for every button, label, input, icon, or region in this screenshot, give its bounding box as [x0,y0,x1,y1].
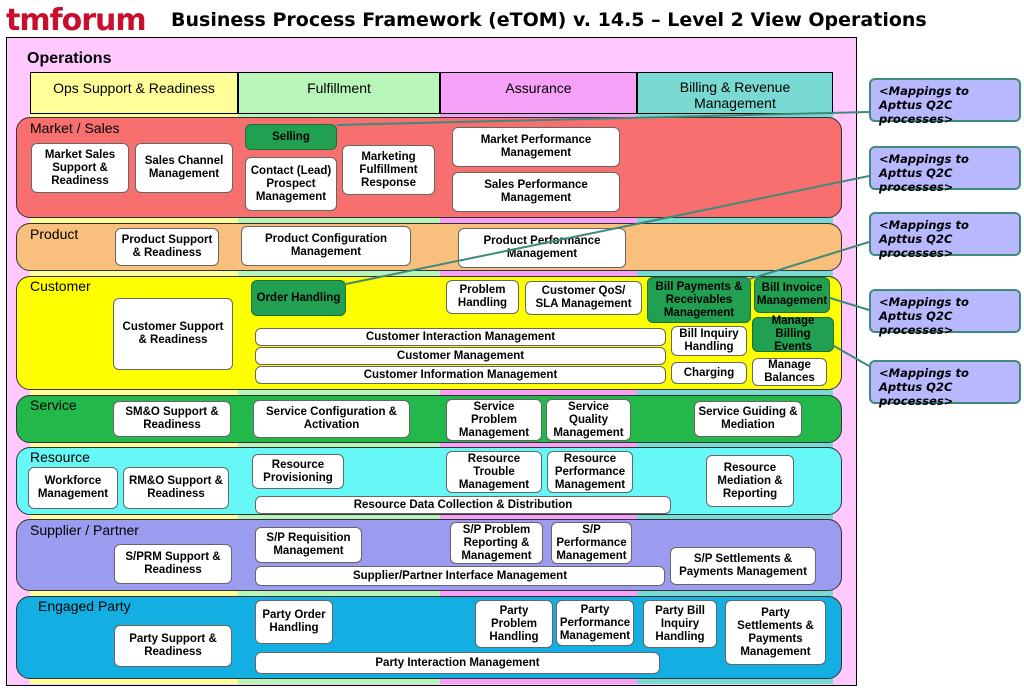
process-box-bill-payments: Bill Payments & Receivables Management [647,277,751,323]
process-box-sales-performance: Sales Performance Management [452,172,620,212]
process-box-party-settlements: Party Settlements & Payments Management [725,600,826,665]
row-label-service: Service [30,397,77,413]
process-box-market-performance: Market Performance Management [452,127,620,167]
process-box-resource-trouble: Resource Trouble Management [446,451,542,493]
process-box-customer-information: Customer Information Management [255,366,666,384]
process-box-selling: Selling [245,124,337,150]
tmforum-logo: tmforum [6,3,147,38]
process-box-resource-performance: Resource Performance Management [547,451,633,493]
process-box-product-performance: Product Performance Management [458,228,626,268]
process-box-marketing-fulfillment: Marketing Fulfillment Response [342,145,435,195]
row-label-resource: Resource [30,449,90,465]
process-box-customer-management: Customer Management [255,347,666,365]
row-label-engaged-party: Engaged Party [38,598,131,614]
process-box-sp-performance: S/P Performance Management [551,522,632,564]
process-box-service-quality: Service Quality Management [546,399,631,441]
column-header-billing: Billing & Revenue Management [637,72,833,114]
row-label-supplier-partner: Supplier / Partner [30,522,139,538]
process-box-party-problem: Party Problem Handling [475,600,553,648]
row-label-customer: Customer [30,278,91,294]
process-box-service-problem: Service Problem Management [446,399,542,441]
row-label-market-sales: Market / Sales [30,120,120,136]
column-header-assurance: Assurance [440,72,637,114]
process-box-party-support: Party Support & Readiness [114,625,232,667]
process-box-service-configuration: Service Configuration & Activation [253,400,410,438]
process-box-problem-handling: Problem Handling [446,280,519,314]
process-box-sp-settlements: S/P Settlements & Payments Management [670,547,816,585]
process-box-sp-interface: Supplier/Partner Interface Management [255,566,665,586]
mapping-callout-1: <Mappings to Apttus Q2C processes> [869,78,1021,126]
process-box-resource-data-collection: Resource Data Collection & Distribution [255,496,671,514]
process-box-contact-lead: Contact (Lead) Prospect Management [245,157,337,211]
process-box-party-order: Party Order Handling [255,600,333,644]
row-label-product: Product [30,226,79,242]
process-box-order-handling: Order Handling [251,280,346,316]
mapping-callout-3: <Mappings to Apttus Q2C processes> [869,212,1021,260]
process-box-customer-support: Customer Support & Readiness [113,298,233,370]
process-box-customer-interaction: Customer Interaction Management [255,328,666,346]
column-header-ops-support: Ops Support & Readiness [30,72,238,114]
process-box-manage-balances: Manage Balances [752,358,827,386]
mapping-callout-5: <Mappings to Apttus Q2C processes> [869,360,1021,408]
mapping-callout-2: <Mappings to Apttus Q2C processes> [869,146,1021,194]
process-box-party-performance: Party Performance Management [556,600,634,646]
process-box-bill-invoice: Bill Invoice Management [754,277,830,313]
process-box-resource-provisioning: Resource Provisioning [252,454,344,489]
process-box-sp-requisition: S/P Requisition Management [255,527,362,563]
column-header-fulfillment: Fulfillment [238,72,440,114]
process-box-party-bill-inquiry: Party Bill Inquiry Handling [643,600,717,648]
process-box-sprm-support: S/PRM Support & Readiness [114,544,232,584]
operations-label: Operations [27,50,112,67]
process-box-party-interaction: Party Interaction Management [255,652,660,674]
process-box-sales-channel: Sales Channel Management [135,143,233,193]
process-box-smo-support: SM&O Support & Readiness [113,401,231,437]
process-box-customer-qos: Customer QoS/ SLA Management [525,281,642,315]
process-box-resource-mediation: Resource Mediation & Reporting [706,455,794,507]
process-box-workforce: Workforce Management [28,467,118,509]
mapping-callout-4: <Mappings to Apttus Q2C processes> [869,289,1021,337]
process-box-rmo-support: RM&O Support & Readiness [123,467,229,509]
process-box-charging: Charging [671,362,747,384]
process-box-bill-inquiry: Bill Inquiry Handling [671,326,747,356]
diagram-title: Business Process Framework (eTOM) v. 14.… [171,9,927,31]
process-box-market-sales-support: Market Sales Support & Readiness [31,143,129,193]
process-box-sp-problem: S/P Problem Reporting & Management [450,522,543,564]
process-box-service-guiding: Service Guiding & Mediation [694,401,802,437]
process-box-product-configuration: Product Configuration Management [241,226,411,266]
process-box-manage-billing-events: Manage Billing Events [752,315,834,353]
process-box-product-support: Product Support & Readiness [115,228,219,266]
